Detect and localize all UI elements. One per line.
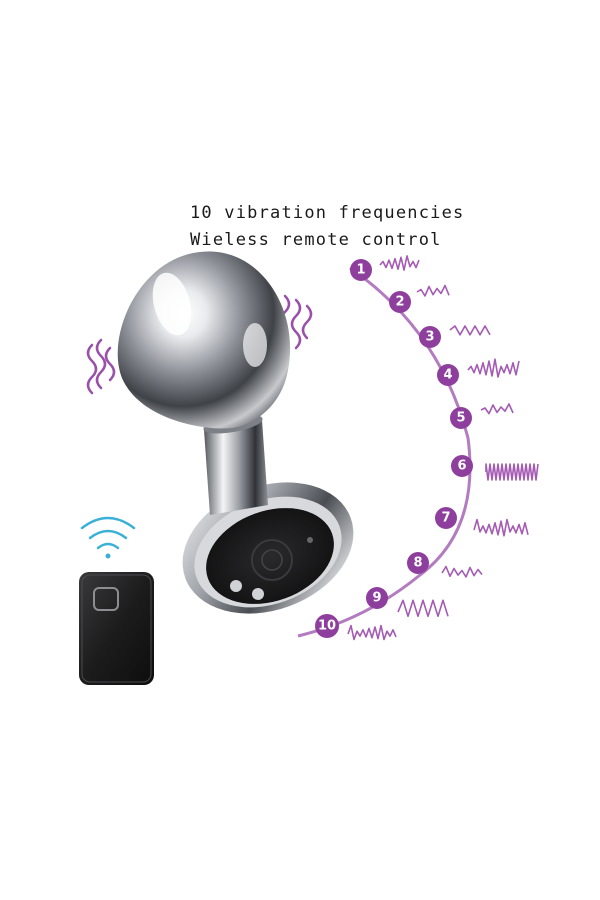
wave-pattern-3: [449, 325, 491, 336]
mode-circle: [350, 259, 372, 281]
mode-circle: [451, 455, 473, 477]
wave-pattern-4: [467, 358, 520, 378]
mode-marker-2: 2: [389, 284, 450, 313]
mode-number: 7: [441, 511, 450, 526]
vibration-squiggle-icon: [86, 338, 116, 395]
mode-circle: [315, 614, 339, 638]
wave-pattern-6: [485, 463, 539, 481]
mode-circle: [419, 326, 441, 348]
headline-line-1: 10 vibration frequencies: [190, 203, 465, 223]
mode-marker-9: 9: [366, 587, 449, 618]
mode-number: 9: [372, 591, 381, 606]
headline-line-2: Wieless remote control: [190, 230, 442, 250]
mode-marker-6: 6: [451, 455, 539, 481]
mode-marker-1: 1: [350, 255, 420, 281]
mode-marker-10: 10: [315, 614, 397, 641]
mode-number: 1: [356, 263, 365, 278]
mode-number: 6: [457, 459, 466, 474]
mode-number: 5: [456, 411, 465, 426]
mode-circle: [435, 507, 457, 529]
wave-pattern-7: [473, 518, 529, 537]
mode-arc: [297, 266, 472, 638]
wave-pattern-9: [397, 599, 449, 618]
wireless-signal-icon: [80, 516, 136, 559]
mode-circle: [450, 407, 472, 429]
metal-plug-product-image: [117, 251, 354, 614]
mode-marker-8: 8: [407, 552, 483, 578]
mode-circle: [389, 291, 411, 313]
mode-number: 2: [395, 295, 404, 310]
mode-circle: [366, 587, 388, 609]
wave-pattern-8: [441, 565, 483, 578]
mode-marker-7: 7: [435, 507, 529, 537]
mode-marker-5: 5: [450, 403, 514, 429]
wave-pattern-10: [347, 624, 397, 641]
mode-number: 4: [443, 368, 452, 383]
mode-number: 8: [413, 556, 422, 571]
wave-pattern-2: [416, 284, 450, 297]
mode-circle: [407, 552, 429, 574]
mode-circle: [437, 364, 459, 386]
mode-marker-3: 3: [419, 325, 491, 348]
wave-pattern-5: [480, 403, 514, 415]
mode-number: 10: [318, 619, 336, 634]
remote-control-icon: [79, 572, 154, 685]
wave-pattern-1: [379, 255, 420, 271]
mode-marker-4: 4: [437, 358, 520, 386]
mode-number: 3: [425, 330, 434, 345]
